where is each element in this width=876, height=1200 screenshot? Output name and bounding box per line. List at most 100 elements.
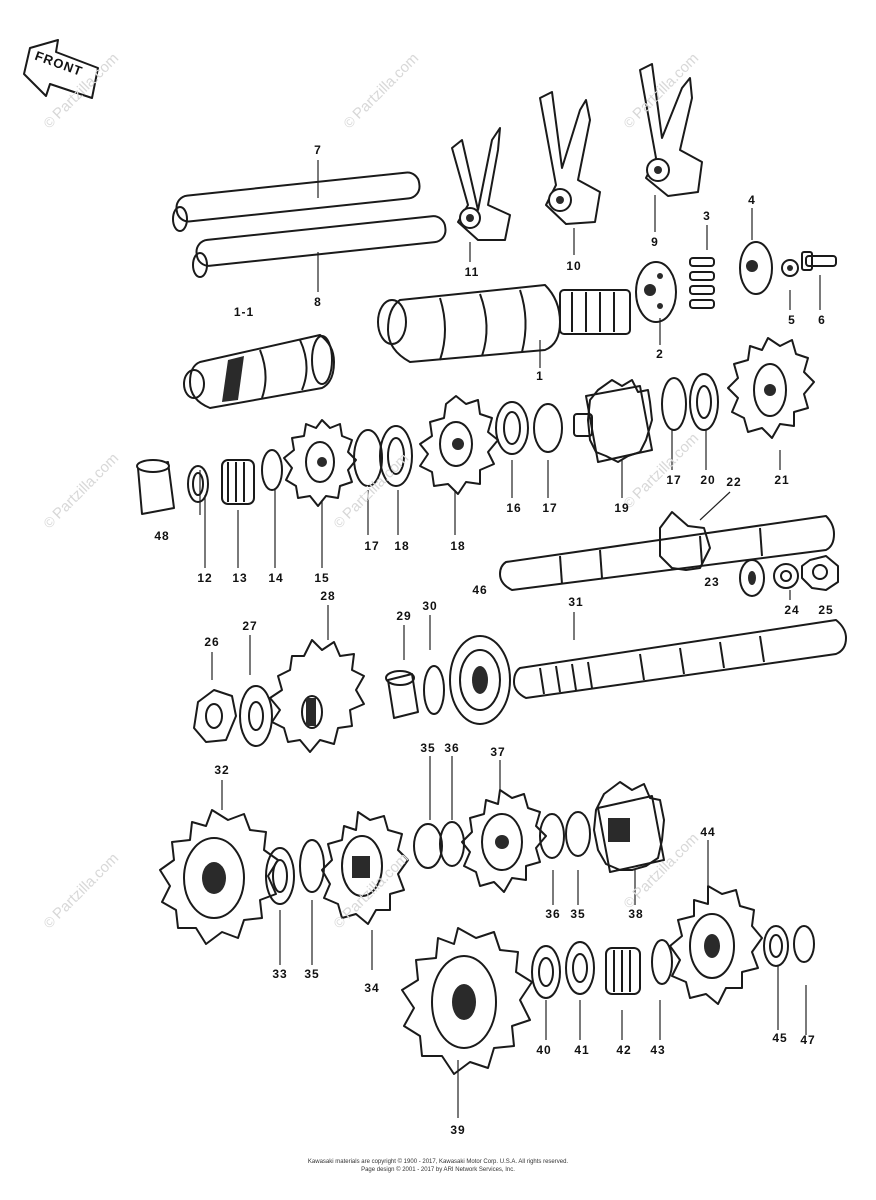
gear-38 [593, 781, 665, 873]
circlip-35-upper [413, 823, 443, 869]
callout-24: 24 [784, 603, 800, 617]
washer-12 [187, 465, 209, 503]
callout-16: 16 [506, 501, 522, 515]
callout-9: 9 [651, 235, 659, 249]
circlip-17-left [353, 429, 383, 487]
callout-4: 4 [748, 193, 756, 207]
front-arrow [23, 39, 99, 99]
callout-35-lower: 35 [570, 907, 586, 921]
shift-drum-pins [689, 257, 715, 309]
shift-drum-plate [739, 241, 773, 295]
washer-45 [763, 925, 789, 967]
callout-17-right: 17 [666, 473, 682, 487]
lock-washer-27 [239, 685, 273, 747]
callout-14: 14 [268, 571, 284, 585]
callout-1: 1 [536, 369, 544, 383]
callout-10: 10 [566, 259, 582, 273]
callout-35-left: 35 [304, 967, 320, 981]
callout-48: 48 [154, 529, 170, 543]
circlip-17-right [661, 377, 687, 431]
shift-drum-pin-holder [635, 261, 677, 323]
callout-34: 34 [364, 981, 380, 995]
washer-18-left [379, 425, 413, 487]
callout-36-lower: 36 [545, 907, 561, 921]
engine-sprocket-28 [269, 639, 365, 753]
gear-19 [573, 379, 653, 463]
callout-23: 23 [704, 575, 720, 589]
callout-2: 2 [656, 347, 664, 361]
circlip-17-mid [533, 403, 563, 453]
callout-15: 15 [314, 571, 330, 585]
gear-15 [283, 419, 357, 507]
callout-47: 47 [800, 1033, 816, 1047]
shift-fork-10 [539, 91, 601, 225]
callout-5: 5 [788, 313, 796, 327]
callout-31: 31 [568, 595, 584, 609]
callout-20: 20 [700, 473, 716, 487]
callout-7: 7 [314, 143, 322, 157]
gear-37 [461, 789, 547, 893]
washer-40 [531, 945, 561, 999]
callout-40: 40 [536, 1043, 552, 1057]
lock-washer-24 [773, 563, 799, 589]
callout-42: 42 [616, 1043, 632, 1057]
callout-38: 38 [628, 907, 644, 921]
ball-bearing-46 [449, 635, 511, 725]
drive-shaft-31 [513, 619, 847, 699]
bushing-29 [385, 670, 419, 719]
callout-28: 28 [320, 589, 336, 603]
callout-12: 12 [197, 571, 213, 585]
callout-44: 44 [700, 825, 716, 839]
lock-washer-5 [781, 259, 799, 277]
gear-34 [321, 811, 409, 925]
callout-21: 21 [774, 473, 790, 487]
circlip-35-lower [565, 811, 591, 857]
callout-33: 33 [272, 967, 288, 981]
washer-14 [261, 449, 283, 491]
leader-lines [199, 160, 821, 1118]
callout-32: 32 [214, 763, 230, 777]
collar-48 [136, 459, 175, 515]
shift-rod-long [172, 171, 421, 232]
callout-45: 45 [772, 1031, 788, 1045]
gear-18 [419, 395, 499, 495]
callout-22: 22 [726, 475, 742, 489]
shift-drum-1-1 [183, 334, 335, 409]
callout-1-1: 1-1 [233, 305, 255, 319]
callout-6: 6 [818, 313, 826, 327]
circlip-43 [651, 939, 673, 985]
callout-3: 3 [703, 209, 711, 223]
bolt-6 [801, 251, 837, 271]
shift-rod-short [192, 215, 447, 278]
circlip-47 [793, 925, 815, 963]
callout-41: 41 [574, 1043, 590, 1057]
washer-36-lower [539, 813, 565, 859]
callout-17-left: 17 [364, 539, 380, 553]
callout-8: 8 [314, 295, 322, 309]
washer-36-upper [439, 821, 465, 867]
callout-13: 13 [232, 571, 248, 585]
output-shaft-22 [499, 511, 835, 591]
callout-17-mid: 17 [542, 501, 558, 515]
circlip-35-left [299, 839, 325, 893]
callout-26: 26 [204, 635, 220, 649]
callout-39: 39 [450, 1123, 466, 1137]
gear-39 [401, 927, 533, 1075]
shift-drum [377, 284, 631, 363]
washer-20 [689, 373, 719, 431]
needle-bearing-13 [221, 459, 255, 505]
washer-33 [265, 847, 295, 905]
callout-46: 46 [472, 583, 488, 597]
gear-21 [727, 337, 815, 439]
callout-19: 19 [614, 501, 630, 515]
nut-26 [193, 689, 237, 743]
callout-11: 11 [464, 265, 480, 279]
shift-fork-11 [451, 127, 511, 241]
callout-35-upper: 35 [420, 741, 436, 755]
copyright-line-2: Page design © 2001 - 2017 by ARI Network… [361, 1167, 515, 1173]
callout-43: 43 [650, 1043, 666, 1057]
callout-18-mid: 18 [450, 539, 466, 553]
o-ring-30 [423, 665, 445, 715]
callout-36-upper: 36 [444, 741, 460, 755]
